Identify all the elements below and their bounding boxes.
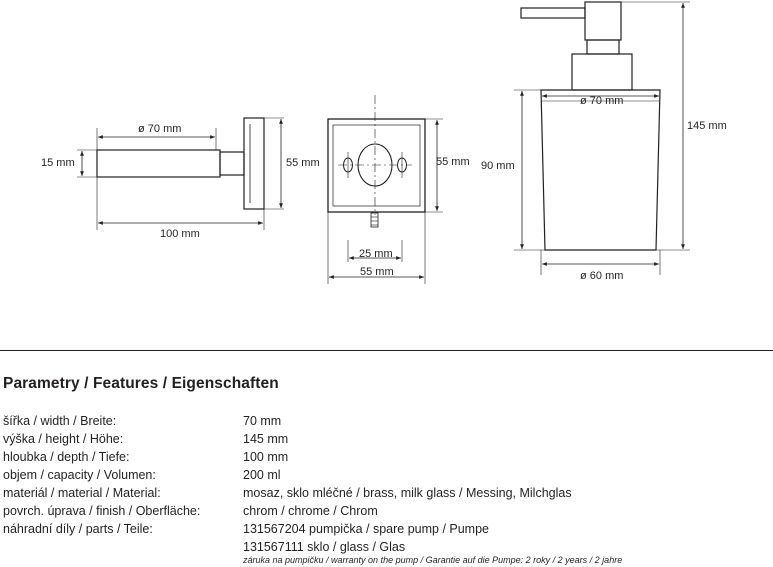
warranty-note: záruka na pumpičku / warranty on the pum…	[243, 555, 623, 565]
wall-plate-outer	[327, 118, 426, 213]
spec-label: šířka / width / Breite:	[3, 414, 117, 428]
dim-plate-width: 55 mm	[360, 266, 394, 278]
dim-side-length: 100 mm	[160, 228, 200, 240]
side-arm	[96, 149, 221, 178]
technical-drawings: ø 70 mm 15 mm 100 mm 55 mm 55 mm 25 mm 5…	[41, 1, 727, 284]
side-wall-plate	[243, 117, 265, 210]
spec-value: 70 mm	[243, 414, 282, 428]
section-divider	[0, 350, 773, 351]
dim-dispenser-total-height: 145 mm	[687, 120, 727, 132]
dim-side-width: ø 70 mm	[138, 123, 181, 135]
dim-plate-height-left: 55 mm	[286, 157, 320, 169]
dim-bottom-diameter: ø 60 mm	[580, 270, 623, 282]
spec-value: 131567204 pumpička / spare pump / Pumpe	[243, 522, 489, 536]
pump-neck	[586, 39, 620, 55]
wall-plate-inner	[332, 124, 421, 207]
side-view	[77, 117, 284, 230]
dim-plate-height-right: 55 mm	[436, 156, 470, 168]
dispenser-view	[514, 1, 690, 275]
pump-head	[584, 1, 622, 41]
spec-row-finish: povrch. úprava / finish / Oberfläche: ch…	[3, 502, 768, 520]
spec-row-depth: hloubka / depth / Tiefe: 100 mm	[3, 448, 768, 466]
front-view	[327, 95, 443, 284]
dim-side-height: 15 mm	[41, 157, 75, 169]
spec-label: materiál / material / Material:	[3, 486, 161, 500]
spec-row-parts: náhradní díly / parts / Teile: 131567204…	[3, 520, 768, 538]
set-screw	[370, 212, 379, 228]
spec-value: 131567111 sklo / glass / Glas	[243, 540, 406, 554]
spec-label: náhradní díly / parts / Teile:	[3, 522, 153, 536]
dim-hole-spacing: 25 mm	[359, 248, 393, 260]
spec-value: chrom / chrome / Chrom	[243, 504, 378, 518]
spec-label: hloubka / depth / Tiefe:	[3, 450, 130, 464]
spec-value: 145 mm	[243, 432, 289, 446]
spec-value: mosaz, sklo mléčné / brass, milk glass /…	[243, 486, 572, 500]
dim-bottle-height: 90 mm	[481, 160, 515, 172]
spec-label: povrch. úprava / finish / Oberfläche:	[3, 504, 201, 518]
pump-collar	[571, 53, 633, 91]
features-table: šířka / width / Breite: 70 mm výška / he…	[3, 412, 768, 556]
spec-value: 200 ml	[243, 468, 281, 482]
spec-row-width: šířka / width / Breite: 70 mm	[3, 412, 768, 430]
side-arm-joint	[219, 151, 245, 176]
spec-row-capacity: objem / capacity / Volumen: 200 ml	[3, 466, 768, 484]
spec-row-material: materiál / material / Material: mosaz, s…	[3, 484, 768, 502]
features-title: Parametry / Features / Eigenschaften	[3, 375, 279, 392]
spec-value: 100 mm	[243, 450, 289, 464]
spec-label: objem / capacity / Volumen:	[3, 468, 156, 482]
spec-row-height: výška / height / Höhe: 145 mm	[3, 430, 768, 448]
pump-spout	[520, 7, 586, 19]
glass-bottle	[540, 89, 661, 251]
spec-label: výška / height / Höhe:	[3, 432, 124, 446]
dim-dispenser-top: ø 70 mm	[580, 95, 623, 107]
spec-row-parts-glass: 131567111 sklo / glass / Glas	[3, 538, 768, 556]
